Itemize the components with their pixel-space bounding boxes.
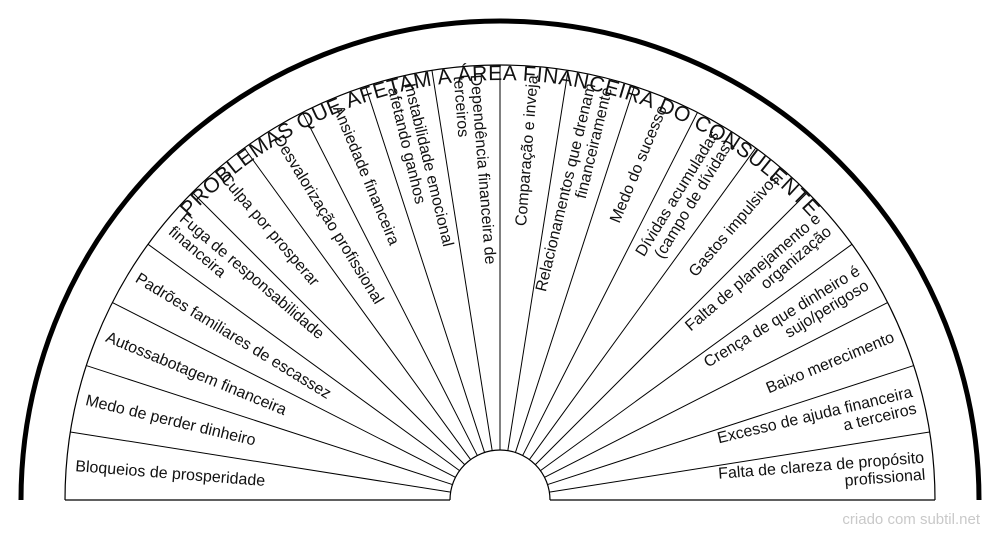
segment-label-line: Dependência financeira de bbox=[467, 74, 499, 265]
segment-divider bbox=[112, 302, 456, 478]
segment-label-line: Comparação e inveja bbox=[513, 75, 542, 227]
segment-label: Dependência financeira deterceiros bbox=[450, 74, 499, 267]
segment-divider bbox=[147, 243, 460, 472]
segment-label: Relacionamentos que drenamfinanceirament… bbox=[533, 82, 616, 298]
segment-divider bbox=[544, 302, 888, 478]
segment-label: Comparação e inveja bbox=[513, 75, 542, 227]
segment-divider bbox=[540, 243, 853, 472]
segment-divider bbox=[192, 192, 465, 465]
segment-label: Bloqueios de prosperidade bbox=[75, 458, 266, 490]
outer-arc bbox=[18, 18, 982, 501]
segment-divider bbox=[243, 147, 472, 460]
segment-divider bbox=[86, 365, 453, 486]
segment-label-line: terceiros bbox=[450, 75, 472, 138]
segment-divider bbox=[528, 147, 757, 460]
segment-divider bbox=[507, 70, 569, 451]
segment-label: Desvalorização profissional bbox=[270, 132, 386, 307]
segment-label-line: Medo de perder dinheiro bbox=[84, 392, 258, 449]
segment-divider bbox=[431, 70, 493, 451]
segment-label-line: Baixo merecimento bbox=[764, 329, 897, 397]
segment-label: Crença de que dinheiro ésujo/perigoso bbox=[701, 263, 872, 386]
segment-divider bbox=[549, 431, 930, 493]
segment-divider bbox=[514, 86, 635, 453]
segment-divider bbox=[535, 192, 808, 465]
segment-label-line: Bloqueios de prosperidade bbox=[75, 458, 266, 490]
segment-divider bbox=[302, 112, 478, 456]
center-arc bbox=[449, 449, 551, 501]
segment-dividers bbox=[70, 65, 930, 493]
segment-label-line: Desvalorização profissional bbox=[270, 132, 386, 307]
segment-label: Baixo merecimento bbox=[764, 329, 897, 397]
segment-label-line: profissional bbox=[844, 467, 926, 490]
segment-divider bbox=[522, 112, 698, 456]
credit-text: criado com subtil.net bbox=[842, 511, 980, 528]
segment-divider bbox=[547, 365, 914, 486]
segment-divider bbox=[70, 431, 451, 493]
segment-divider bbox=[365, 86, 486, 453]
segment-label: Falta de clareza de propósitoprofissiona… bbox=[718, 450, 926, 500]
segment-label: Medo de perder dinheiro bbox=[84, 392, 258, 449]
